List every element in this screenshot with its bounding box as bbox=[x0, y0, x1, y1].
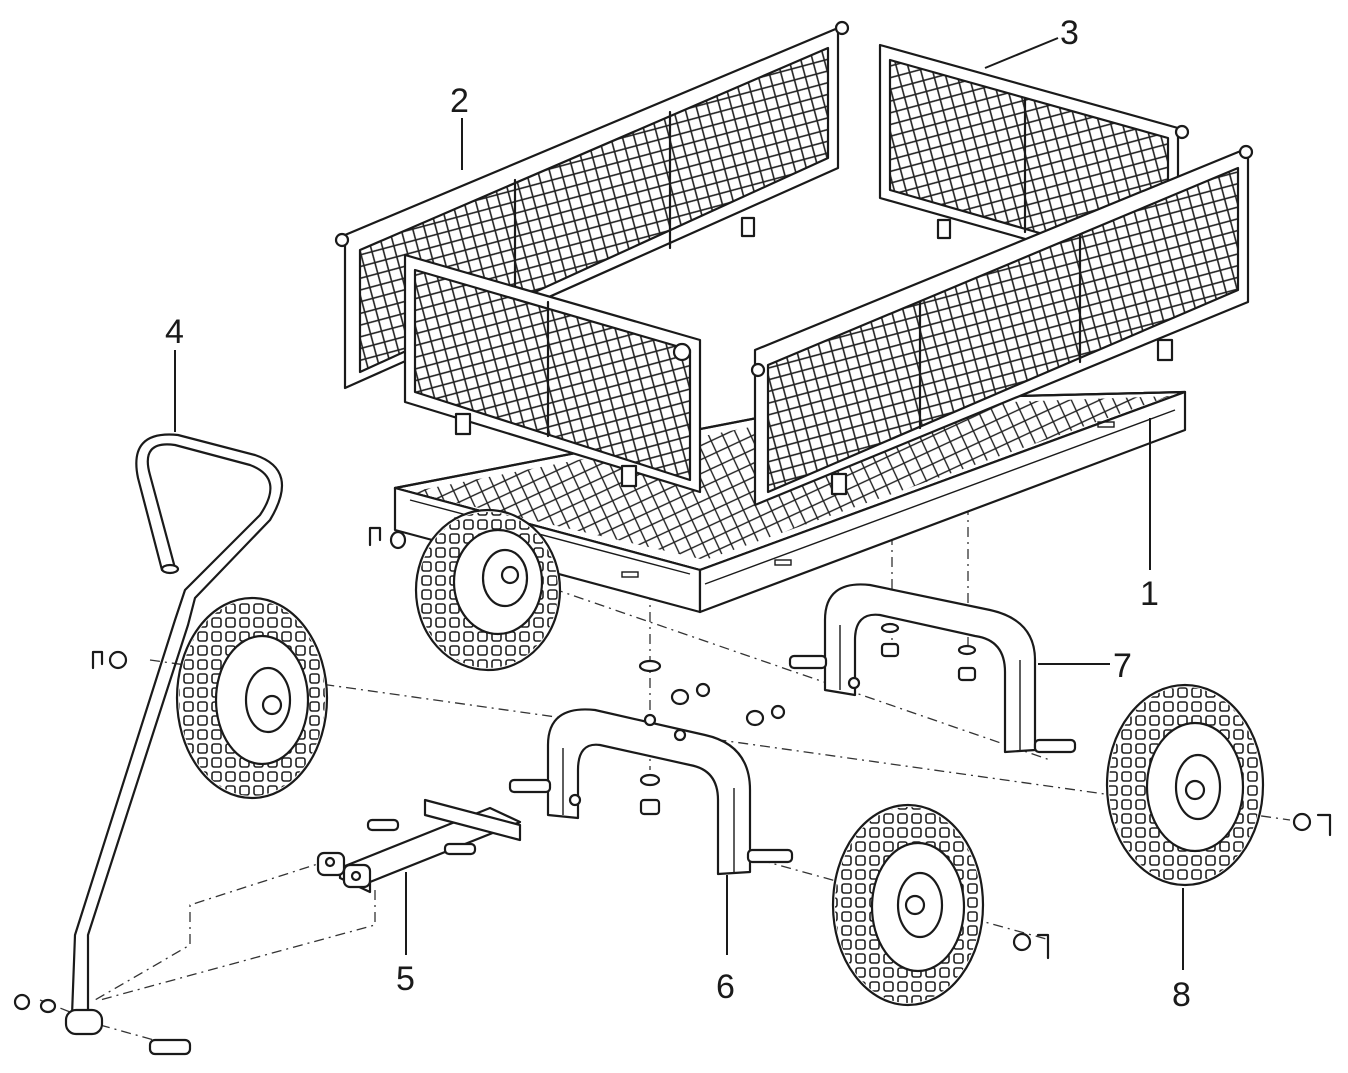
handle bbox=[13, 433, 284, 1056]
front-axle-frame bbox=[508, 659, 794, 876]
wheel-rear-left bbox=[414, 508, 562, 672]
callout-7: 7 bbox=[1113, 647, 1132, 685]
wheel-front-left bbox=[175, 596, 329, 800]
side-panel-long-front bbox=[750, 144, 1254, 507]
callout-3: 3 bbox=[1060, 14, 1079, 52]
rear-axle-frame bbox=[788, 583, 1077, 754]
wheel-rear-right bbox=[1105, 683, 1265, 887]
callout-5: 5 bbox=[396, 960, 415, 998]
callout-8: 8 bbox=[1172, 976, 1191, 1014]
callout-labels: 2 3 4 1 7 5 6 8 bbox=[165, 14, 1191, 1014]
wheel-front-right bbox=[831, 803, 985, 1007]
tow-bracket bbox=[316, 798, 522, 894]
callout-4: 4 bbox=[165, 313, 184, 351]
leader-lines bbox=[174, 37, 1184, 970]
front-panel bbox=[403, 253, 702, 494]
callout-2: 2 bbox=[450, 82, 469, 120]
callout-6: 6 bbox=[716, 968, 735, 1006]
cotter-pins-and-washers bbox=[91, 526, 1332, 960]
callout-1: 1 bbox=[1140, 575, 1159, 613]
